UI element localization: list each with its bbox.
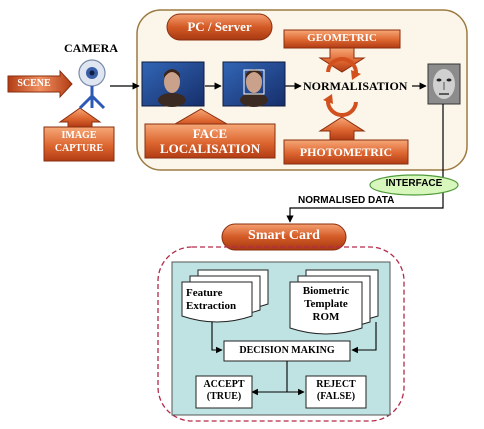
normalised-face-image bbox=[427, 63, 461, 105]
geometric-label: GEOMETRIC bbox=[307, 32, 377, 44]
scene-label: SCENE bbox=[17, 78, 51, 89]
normalised-data-label: NORMALISED DATA bbox=[298, 195, 395, 206]
image-capture-arrow bbox=[43, 107, 115, 162]
smart-card-title-pill bbox=[221, 223, 347, 251]
image-capture-label: IMAGE CAPTURE bbox=[44, 129, 114, 155]
interface-node bbox=[369, 174, 459, 196]
smart-card-title: Smart Card bbox=[248, 228, 320, 243]
normalisation-cycle-icon bbox=[323, 56, 361, 118]
feature-extraction-line2: Extraction bbox=[186, 300, 237, 312]
decision-making-label: DECISION MAKING bbox=[239, 345, 335, 356]
feature-extraction-label: Feature Extraction bbox=[186, 287, 248, 313]
feature-extraction-line1: Feature bbox=[186, 287, 223, 299]
arrow-feature-to-decision bbox=[211, 322, 223, 354]
interface-label: INTERFACE bbox=[385, 178, 443, 189]
face-localisation-arrow bbox=[144, 108, 276, 159]
reject-line1: REJECT bbox=[316, 379, 356, 390]
biometric-template-line2: Template bbox=[304, 298, 348, 310]
captured-frame-image bbox=[141, 61, 205, 107]
photometric-arrow bbox=[283, 116, 409, 165]
webcam-icon bbox=[78, 59, 106, 110]
localised-face-image bbox=[222, 61, 286, 107]
reject-line2: (FALSE) bbox=[316, 391, 356, 402]
image-capture-line1: IMAGE bbox=[61, 130, 97, 141]
accept-line1: ACCEPT bbox=[203, 379, 245, 390]
image-capture-line2: CAPTURE bbox=[54, 143, 104, 154]
biometric-template-line1: Biometric bbox=[302, 285, 350, 297]
feature-extraction-doc bbox=[181, 269, 269, 323]
reject-label: REJECT (FALSE) bbox=[306, 379, 366, 403]
accept-line2: (TRUE) bbox=[206, 391, 242, 402]
face-localisation-line1: FACE bbox=[192, 126, 228, 141]
reject-box bbox=[305, 375, 367, 409]
face-localisation-label: FACE LOCALISATION bbox=[145, 126, 275, 156]
camera-label: CAMERA bbox=[64, 41, 118, 55]
accept-box bbox=[195, 375, 253, 409]
biometric-template-label: Biometric Template ROM bbox=[290, 285, 362, 324]
scene-arrow bbox=[7, 69, 73, 99]
biometric-template-line3: ROM bbox=[312, 311, 340, 323]
normalised-data-arrow bbox=[286, 200, 444, 223]
server-title-pill bbox=[166, 13, 273, 41]
arrow-template-to-decision bbox=[351, 322, 377, 354]
accept-label: ACCEPT (TRUE) bbox=[196, 379, 252, 403]
biometric-template-doc bbox=[289, 269, 379, 335]
smart-card-container bbox=[157, 246, 405, 422]
face-localisation-line2: LOCALISATION bbox=[159, 141, 261, 156]
photometric-label: PHOTOMETRIC bbox=[299, 145, 393, 159]
normalisation-label: NORMALISATION bbox=[303, 79, 408, 93]
server-title: PC / Server bbox=[187, 19, 252, 34]
